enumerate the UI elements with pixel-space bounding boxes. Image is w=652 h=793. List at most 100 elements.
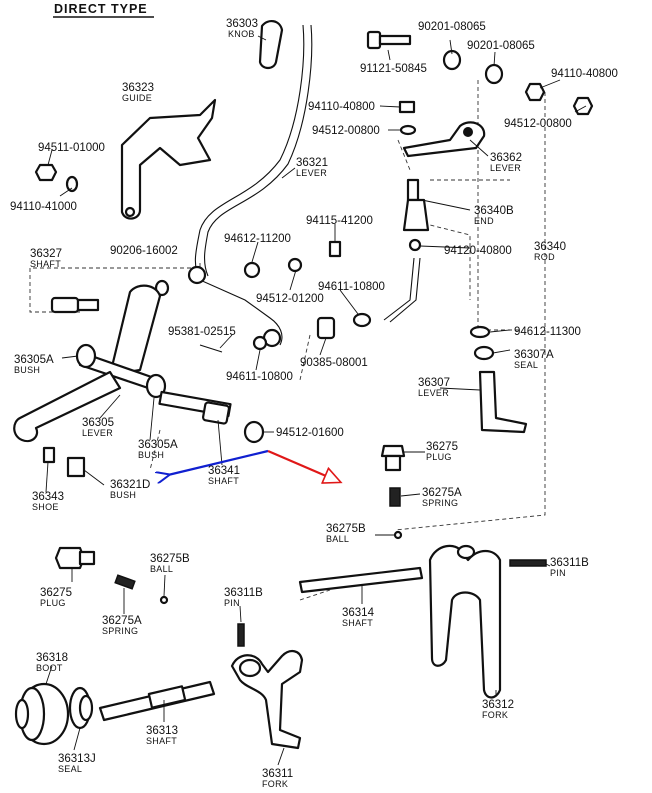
svg-text:BUSH: BUSH bbox=[138, 450, 164, 460]
fork-36312-part bbox=[428, 544, 547, 699]
label-94512b: 94512-00800 bbox=[504, 118, 572, 130]
svg-text:36362: 36362 bbox=[490, 152, 522, 164]
detent-parts-right bbox=[380, 444, 406, 540]
svg-text:BALL: BALL bbox=[326, 534, 349, 544]
svg-text:90385-08001: 90385-08001 bbox=[300, 357, 368, 369]
svg-text:94110-41000: 94110-41000 bbox=[10, 201, 77, 213]
label-94115: 94115-41200 bbox=[306, 215, 373, 227]
svg-text:36303: 36303 bbox=[226, 18, 258, 30]
rod-end-part bbox=[383, 178, 430, 323]
blue-arrow bbox=[168, 449, 269, 475]
svg-text:END: END bbox=[474, 216, 494, 226]
knob-part bbox=[258, 20, 284, 70]
svg-text:36340B: 36340B bbox=[474, 205, 514, 217]
svg-text:94512-00800: 94512-00800 bbox=[504, 118, 572, 130]
label-94612b: 94612-11300 bbox=[514, 326, 581, 338]
svg-text:BUSH: BUSH bbox=[14, 365, 40, 375]
label-90201a: 90201-08065 bbox=[418, 21, 486, 33]
svg-text:36321D: 36321D bbox=[110, 479, 150, 491]
label-95381: 95381-02515 bbox=[168, 326, 236, 338]
svg-text:94512-00800: 94512-00800 bbox=[312, 125, 380, 137]
svg-text:36318: 36318 bbox=[36, 652, 68, 664]
svg-text:36275B: 36275B bbox=[150, 553, 190, 565]
svg-text:BUSH: BUSH bbox=[110, 490, 136, 500]
svg-text:PLUG: PLUG bbox=[426, 452, 452, 462]
svg-text:PIN: PIN bbox=[224, 598, 240, 608]
label-94611b: 94611-10800 bbox=[226, 371, 293, 383]
svg-text:SHAFT: SHAFT bbox=[146, 736, 177, 746]
svg-text:94611-10800: 94611-10800 bbox=[226, 371, 293, 383]
svg-text:91121-50845: 91121-50845 bbox=[360, 63, 427, 75]
pin-left-part bbox=[237, 623, 245, 647]
svg-text:36305: 36305 bbox=[82, 417, 114, 429]
svg-text:36305A: 36305A bbox=[138, 439, 178, 451]
label-94110c: 94110-41000 bbox=[10, 201, 77, 213]
svg-text:36321: 36321 bbox=[296, 157, 328, 169]
guide-fasteners bbox=[34, 163, 170, 297]
svg-text:LEVER: LEVER bbox=[296, 168, 327, 178]
svg-text:SEAL: SEAL bbox=[514, 360, 538, 370]
label-94120: 94120-40800 bbox=[444, 245, 512, 257]
svg-text:PIN: PIN bbox=[550, 568, 566, 578]
svg-text:36341: 36341 bbox=[208, 465, 240, 477]
svg-text:36312: 36312 bbox=[482, 699, 514, 711]
label-94512a: 94512-00800 bbox=[312, 125, 380, 137]
svg-text:36307: 36307 bbox=[418, 377, 450, 389]
svg-text:LEVER: LEVER bbox=[418, 388, 449, 398]
lever-36307-part bbox=[469, 325, 528, 434]
svg-text:SPRING: SPRING bbox=[422, 498, 458, 508]
svg-text:36313J: 36313J bbox=[58, 753, 96, 765]
diagram-title: DIRECT TYPE bbox=[54, 2, 148, 16]
label-94611a: 94611-10800 bbox=[318, 281, 385, 293]
svg-text:FORK: FORK bbox=[482, 710, 508, 720]
svg-text:94512-01200: 94512-01200 bbox=[256, 293, 324, 305]
label-94512d: 94512-01600 bbox=[276, 427, 344, 439]
red-arrow bbox=[267, 449, 340, 482]
svg-text:LEVER: LEVER bbox=[490, 163, 521, 173]
shaft-36327-part bbox=[50, 296, 100, 314]
shaft-36314-part bbox=[298, 566, 424, 594]
svg-text:36340: 36340 bbox=[534, 241, 566, 253]
assembly-lines bbox=[29, 80, 546, 601]
svg-text:94612-11300: 94612-11300 bbox=[514, 326, 581, 338]
lever-36362-part bbox=[402, 121, 486, 158]
svg-text:94120-40800: 94120-40800 bbox=[444, 245, 512, 257]
svg-text:90201-08065: 90201-08065 bbox=[467, 40, 535, 52]
svg-text:36343: 36343 bbox=[32, 491, 64, 503]
label-90201b: 90201-08065 bbox=[467, 40, 535, 52]
svg-text:PLUG: PLUG bbox=[40, 598, 66, 608]
label-90385: 90385-08001 bbox=[300, 357, 368, 369]
svg-text:94115-41200: 94115-41200 bbox=[306, 215, 373, 227]
label-90206: 90206-16002 bbox=[110, 245, 178, 257]
middle-fasteners bbox=[199, 240, 372, 353]
svg-text:SHAFT: SHAFT bbox=[208, 476, 239, 486]
shaft-36341-part bbox=[158, 390, 265, 444]
label-94110b: 94110-40800 bbox=[308, 101, 375, 113]
shoe-bush-part bbox=[42, 446, 86, 478]
svg-text:BALL: BALL bbox=[150, 564, 173, 574]
shaft-36313-part bbox=[98, 680, 216, 722]
svg-text:KNOB: KNOB bbox=[228, 29, 255, 39]
svg-text:SPRING: SPRING bbox=[102, 626, 138, 636]
svg-text:SEAL: SEAL bbox=[58, 764, 82, 774]
svg-text:94512-01600: 94512-01600 bbox=[276, 427, 344, 439]
